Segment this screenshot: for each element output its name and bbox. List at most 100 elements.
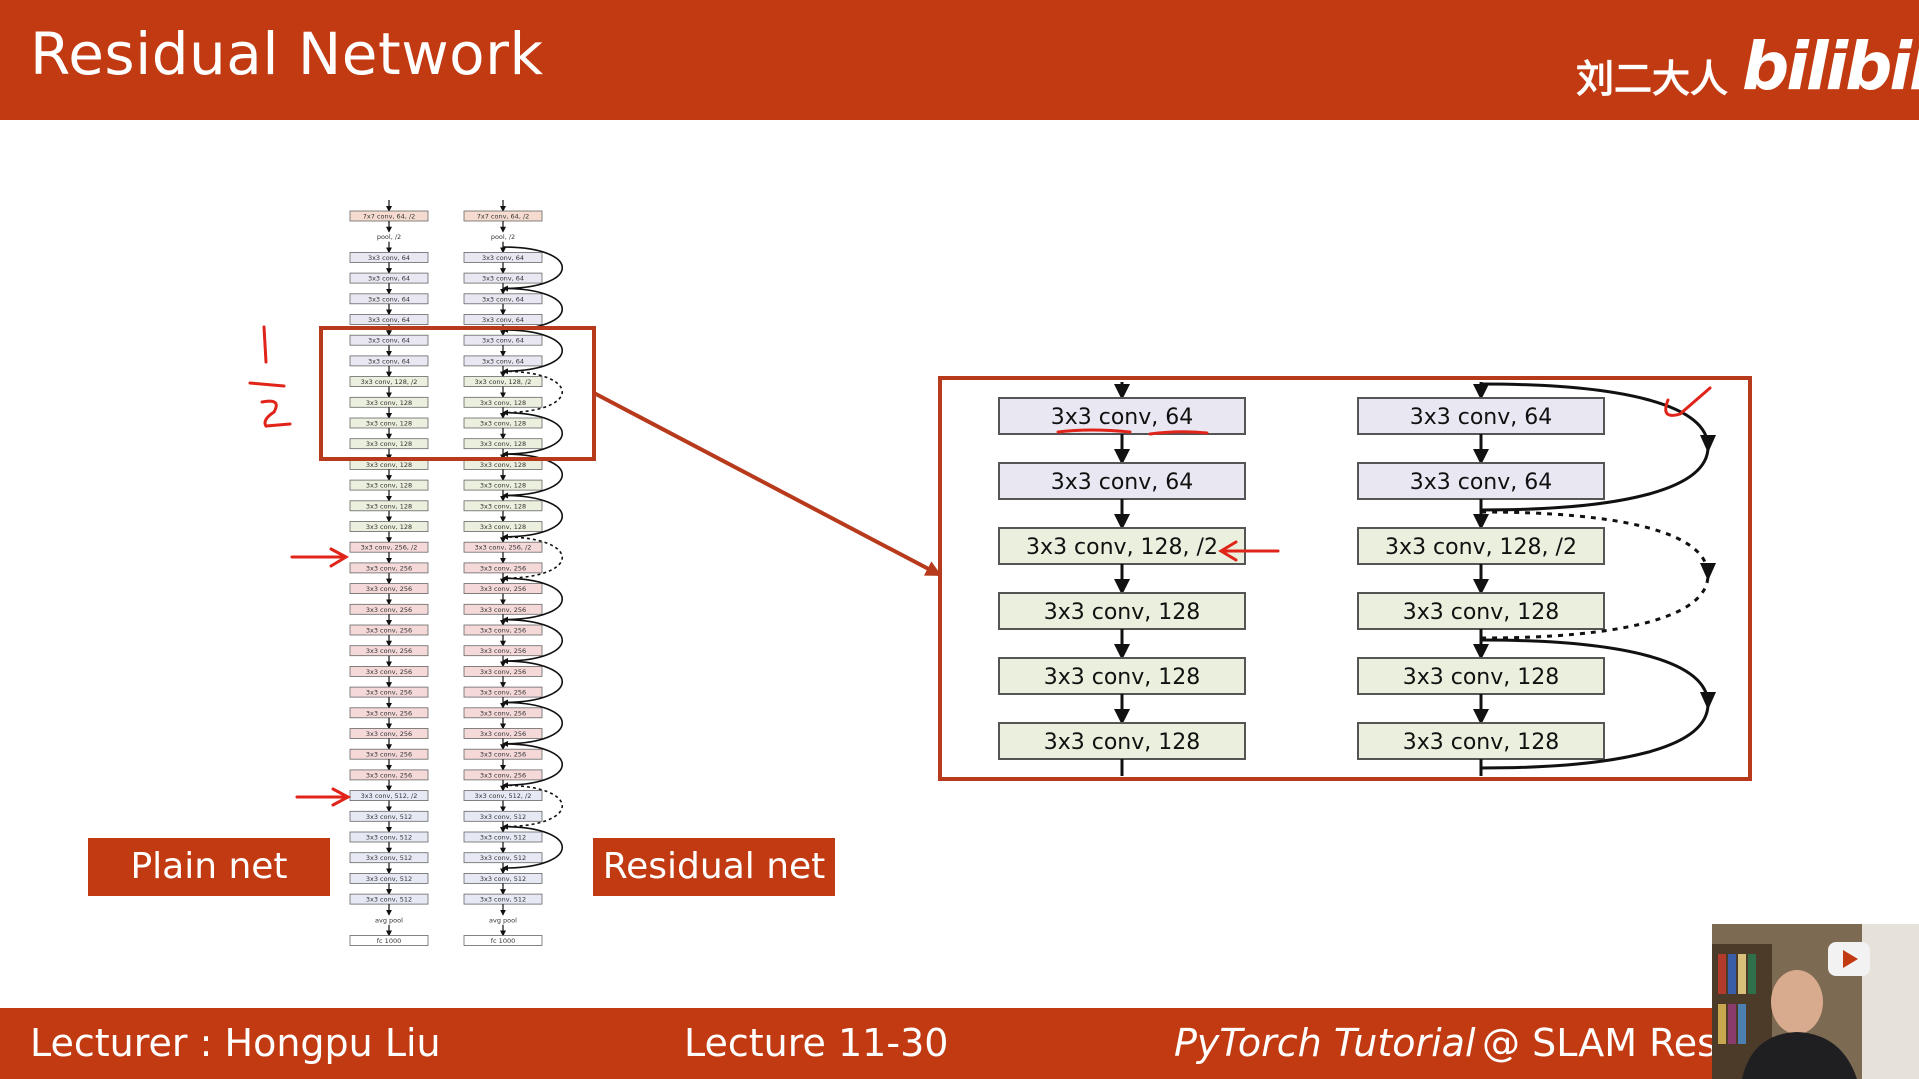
zoom-plain-layer-label: 3x3 conv, 128, /2 — [1026, 535, 1218, 560]
small-skip-connection — [502, 370, 563, 416]
residual-layer-label: 3x3 conv, 128 — [480, 420, 526, 428]
zoom-skip-arrowhead — [1700, 563, 1716, 581]
small-network-columns: 7x7 conv, 64, /2 pool, /2 3x3 conv, 64 3x3 … — [349, 200, 563, 946]
small-skip-connection — [502, 743, 563, 789]
slide-title: Residual Network — [30, 20, 544, 88]
slide-footer: Lecturer : Hongpu Liu Lecture 11-30 PyTo… — [0, 1008, 1919, 1079]
residual-layer-label: 7x7 conv, 64, /2 — [477, 213, 530, 221]
plain-layer-label: 3x3 conv, 256 — [366, 627, 412, 635]
residual-layer-label: 3x3 conv, 256 — [480, 627, 526, 635]
handwritten-one-half-mark — [248, 325, 292, 428]
residual-layer-label: 3x3 conv, 256 — [480, 689, 526, 697]
small-skip-connection — [502, 618, 563, 665]
small-skip-connection — [502, 577, 563, 623]
small-skip-connection — [502, 411, 563, 458]
residual-layer-label: 3x3 conv, 64 — [482, 275, 524, 283]
plain-layer-label: 3x3 conv, 128 — [366, 523, 412, 531]
tutorial-title: PyTorch Tutorial — [1174, 1021, 1476, 1065]
plain-layer-label: 3x3 conv, 128, /2 — [361, 378, 418, 386]
plain-layer-label: 3x3 conv, 128 — [366, 399, 412, 407]
residual-layer-label: 3x3 conv, 64 — [482, 254, 524, 262]
small-skip-connection — [502, 453, 563, 499]
small-skip-connection — [502, 660, 563, 706]
channel-name: 刘二大人 — [1576, 57, 1729, 101]
zoom-residual-layer-box — [1357, 527, 1605, 565]
plain-layer-label: 3x3 conv, 256 — [366, 668, 412, 676]
small-skip-connection — [502, 494, 563, 540]
zoom-panel: 3x3 conv, 64 3x3 conv, 64 3x3 conv, 128, /… — [998, 382, 1716, 776]
residual-layer-label: fc 1000 — [491, 937, 515, 945]
small-skip-connection — [502, 536, 563, 582]
lecture-number: Lecture 11-30 — [684, 1021, 949, 1065]
residual-net-label: Residual net — [593, 838, 835, 896]
zoom-residual-layer-label: 3x3 conv, 128, /2 — [1385, 535, 1577, 560]
plain-layer-label: 3x3 conv, 512 — [366, 813, 412, 821]
small-skip-connection — [502, 701, 563, 747]
handwritten-check-mark — [1664, 386, 1712, 417]
plain-layer-label: 3x3 conv, 128 — [366, 440, 412, 448]
residual-layer-label: 3x3 conv, 128 — [480, 502, 526, 510]
presenter-video-thumbnail[interactable] — [1712, 924, 1919, 1079]
plain-layer-label: avg pool — [375, 916, 403, 924]
zoom-residual-layer-box — [1357, 722, 1605, 760]
plain-layer-label: 3x3 conv, 128 — [366, 482, 412, 490]
residual-layer-label: 3x3 conv, 256 — [480, 606, 526, 614]
plain-layer-label: 3x3 conv, 64 — [368, 295, 410, 303]
zoom-residual-layer-label: 3x3 conv, 64 — [1410, 470, 1553, 495]
residual-layer-label: 3x3 conv, 256 — [480, 564, 526, 572]
plain-layer-box — [349, 935, 429, 946]
plain-layer-label: fc 1000 — [377, 937, 401, 945]
zoom-plain-layer-label: 3x3 conv, 64 — [1051, 470, 1194, 495]
plain-layer-label: 3x3 conv, 512 — [366, 875, 412, 883]
residual-layer-label: 3x3 conv, 256 — [480, 647, 526, 655]
residual-layer-label: 3x3 conv, 128 — [480, 440, 526, 448]
plain-layer-label: 3x3 conv, 512 — [366, 834, 412, 842]
bilibili-logo-icon: bilibili — [1742, 28, 1919, 105]
plain-layer-label: 3x3 conv, 128 — [366, 420, 412, 428]
residual-layer-label: 3x3 conv, 256 — [480, 709, 526, 717]
plain-layer-label: 3x3 conv, 64 — [368, 254, 410, 262]
zoom-plain-layer-label: 3x3 conv, 64 — [1051, 405, 1194, 430]
plain-net-label: Plain net — [88, 838, 330, 896]
plain-layer-label: 3x3 conv, 64 — [368, 337, 410, 345]
handwritten-underline — [1056, 428, 1209, 436]
small-skip-connection — [502, 329, 563, 375]
residual-layer-label: 3x3 conv, 256 — [480, 668, 526, 676]
plain-layer-label: 3x3 conv, 256 — [366, 771, 412, 779]
zoom-plain-layer-label: 3x3 conv, 128 — [1044, 730, 1201, 755]
residual-layer-label: 3x3 conv, 256 — [480, 585, 526, 593]
plain-layer-label: pool, /2 — [377, 233, 401, 241]
plain-layer-label: 3x3 conv, 64 — [368, 357, 410, 365]
plain-layer-label: 3x3 conv, 512 — [366, 854, 412, 862]
zoom-frame — [938, 376, 1752, 781]
residual-layer-label: 3x3 conv, 64 — [482, 357, 524, 365]
slide-header: Residual Network 刘二大人 bilibili — [0, 0, 1919, 120]
zoom-plain-layer-box — [998, 592, 1246, 630]
residual-layer-label: 3x3 conv, 128 — [480, 461, 526, 469]
residual-layer-label: 3x3 conv, 256 — [480, 730, 526, 738]
residual-layer-box — [463, 935, 543, 946]
plain-layer-label: 3x3 conv, 512 — [366, 896, 412, 904]
zoom-plain-layer-box — [998, 397, 1246, 435]
residual-layer-label: 3x3 conv, 128 — [480, 523, 526, 531]
zoom-plain-layer-box — [998, 722, 1246, 760]
zoom-residual-layer-label: 3x3 conv, 64 — [1410, 405, 1553, 430]
zoom-skip-arrowhead — [1700, 435, 1716, 453]
plain-layer-label: 3x3 conv, 256 — [366, 606, 412, 614]
plain-layer-label: 7x7 conv, 64, /2 — [363, 213, 416, 221]
zoom-skip-arrowhead — [1700, 692, 1716, 710]
annotation-layer — [248, 325, 1752, 807]
small-skip-connection — [502, 825, 563, 872]
plain-layer-label: 3x3 conv, 256 — [366, 689, 412, 697]
residual-layer-label: 3x3 conv, 512 — [480, 834, 526, 842]
residual-layer-label: 3x3 conv, 64 — [482, 337, 524, 345]
zoom-connector-arrow — [593, 391, 942, 577]
handwritten-arrow-zoom — [1218, 540, 1280, 562]
zoom-residual-layer-label: 3x3 conv, 128 — [1403, 600, 1560, 625]
zoom-skip-connection — [1480, 510, 1710, 640]
small-skip-connection — [502, 246, 563, 292]
handwritten-arrow-256 — [290, 547, 350, 568]
plain-layer-label: 3x3 conv, 64 — [368, 275, 410, 283]
zoom-residual-layer-box — [1357, 592, 1605, 630]
residual-layer-label: 3x3 conv, 512, /2 — [475, 792, 532, 800]
